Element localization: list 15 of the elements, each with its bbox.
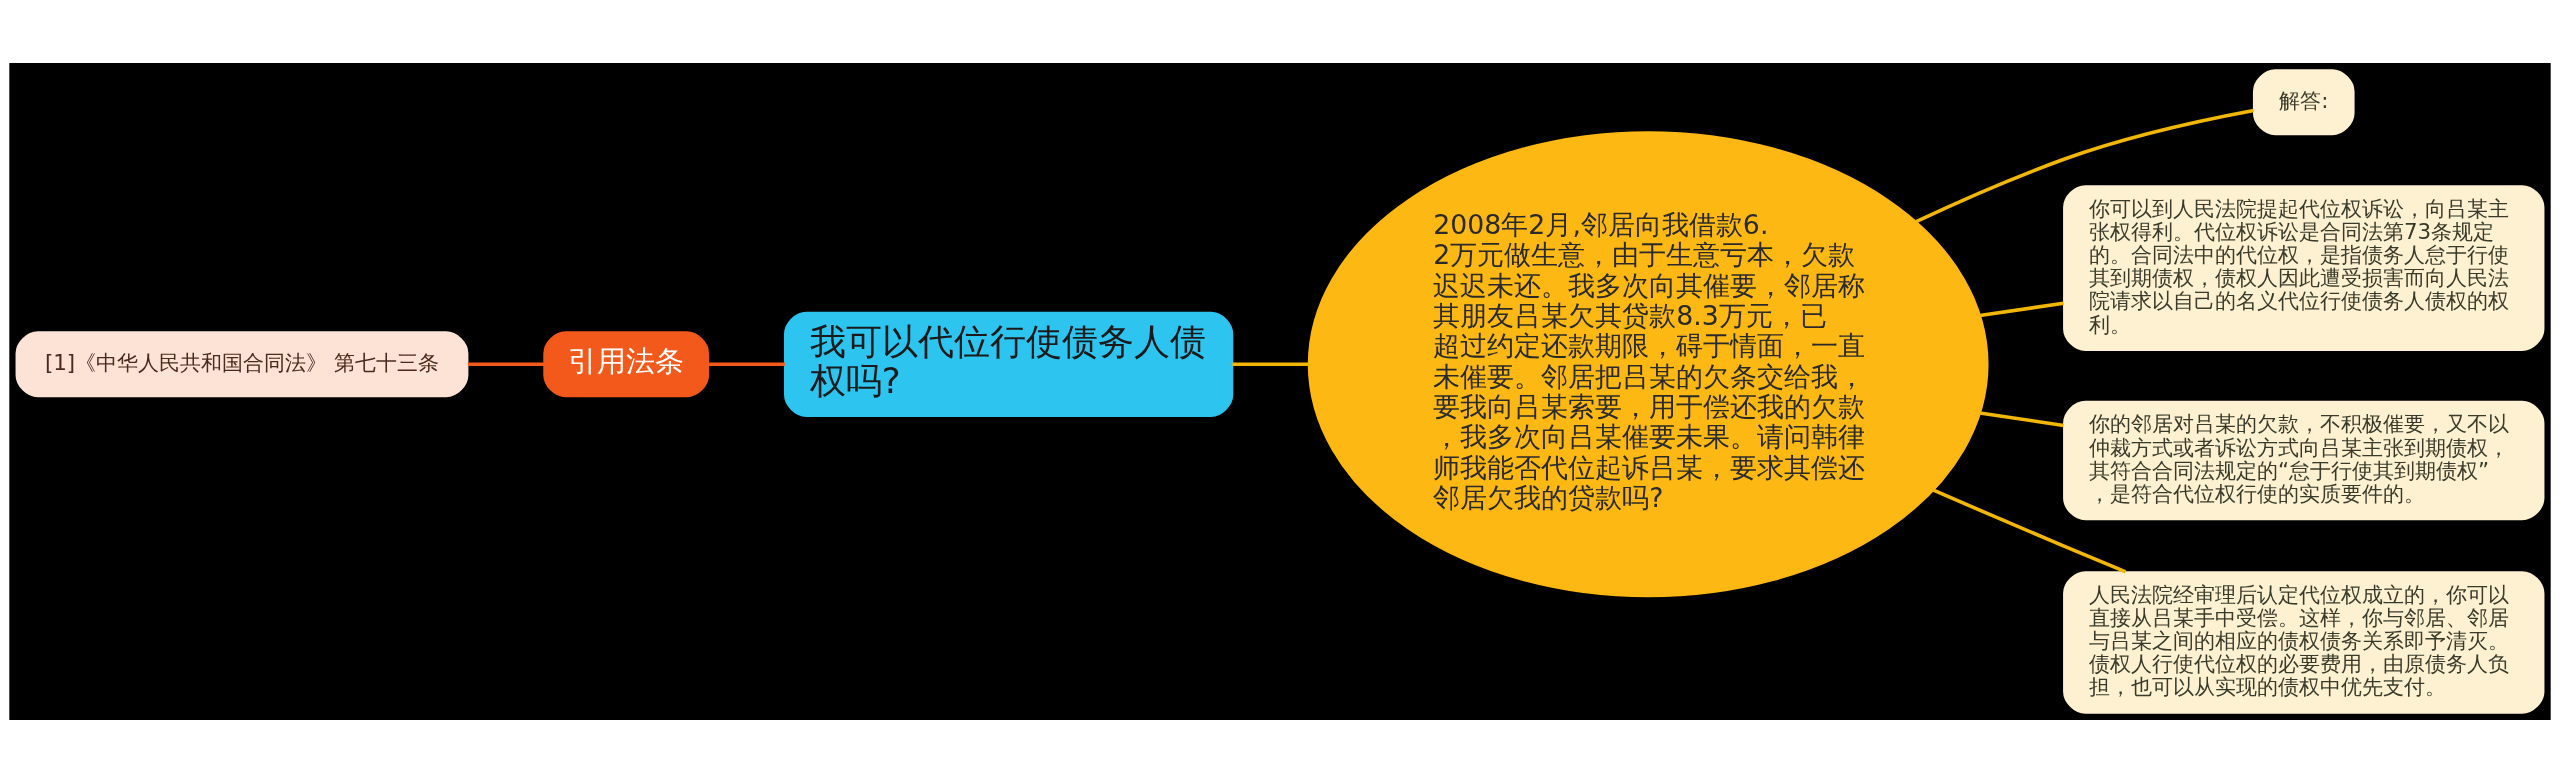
connector: [1979, 411, 2064, 428]
connector: [1979, 301, 2064, 318]
node-box: 我可以代位行使债务人债权吗?: [784, 311, 1234, 417]
node-box: 引用法条: [543, 331, 710, 398]
node-box: 你的邻居对吕某的欠款，不积极催要，又不以仲裁方式或者诉讼方式向吕某主张到期债权，其符合合同法规定的“怠于行使其到期债权”，是符合代位权行使的实质要件的。: [2063, 400, 2545, 521]
node-box: 你可以到人民法院提起代位权诉讼，向吕某主张权得利。代位权诉讼是合同法第73条规定的。合同法中的代位权，是指债务人怠于行使其到期债权，债权人因此遭受损害而向人民法院请求以自己的名义代位行使债务人债权的权利。: [2063, 185, 2545, 351]
node-ellipse: 2008年2月,邻居向我借款6.2万元做生意，由于生意亏本，欠款迟迟未还。我多次向其催要，邻居称其朋友吕某欠其贷款8.3万元，已超过约定还款期限，碍于情面，一直未催要。邻居把吕某的欠条交给我，要我向吕某索要，用于偿还我的欠款，我多次向吕某催要未果。请问韩律师我能否代位起诉吕某，要求其偿还邻居欠我的贷款吗?: [1307, 131, 1989, 598]
connector: [1932, 488, 2127, 574]
connector: [1232, 362, 1310, 367]
connector: [1915, 108, 2254, 224]
node-box: 解答:: [2252, 69, 2355, 136]
node-box: [1]《中华人民共和国合同法》 第七十三条: [15, 331, 469, 398]
connector: [467, 362, 545, 367]
connector: [708, 362, 785, 367]
node-box: 人民法院经审理后认定代位权成立的，你可以直接从吕某手中受偿。这样，你与邻居、邻居与吕某之间的相应的债权债务关系即予清灭。债权人行使代位权的必要费用，由原债务人负担，也可以从实现的债权中优先支付。: [2063, 571, 2545, 714]
